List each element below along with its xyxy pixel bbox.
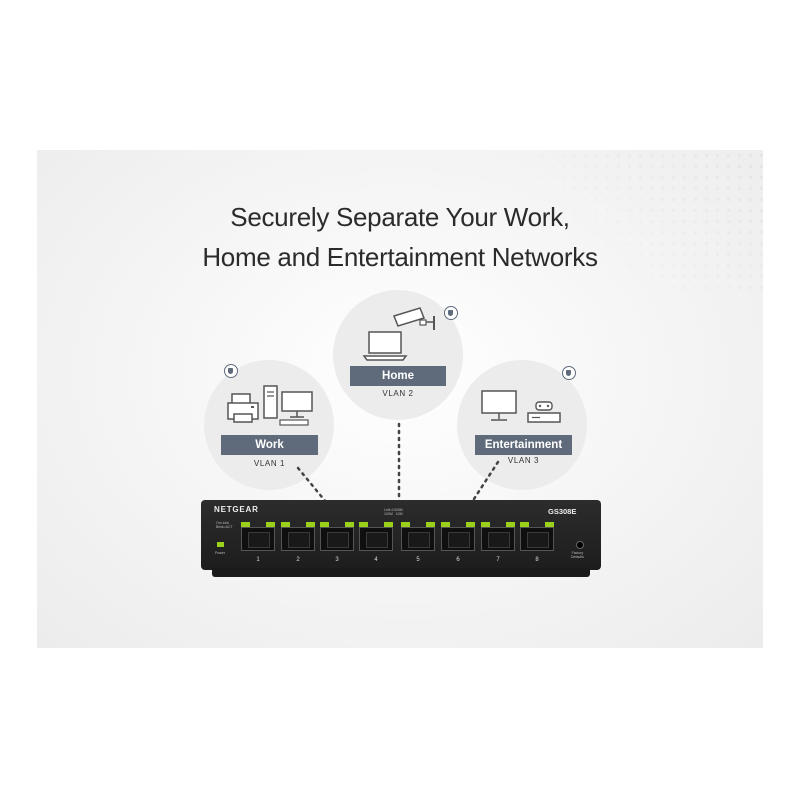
network-label-entertainment: Entertainment bbox=[475, 435, 572, 455]
shield-icon bbox=[562, 366, 576, 380]
rj45-jack bbox=[481, 527, 515, 551]
shield-icon bbox=[224, 364, 238, 378]
port-number: 7 bbox=[496, 557, 500, 563]
rj45-jack bbox=[241, 527, 275, 551]
port-led bbox=[241, 522, 250, 527]
vlan-label-home: VLAN 2 bbox=[382, 389, 414, 398]
ethernet-port bbox=[520, 522, 554, 551]
rj45-jack bbox=[441, 527, 475, 551]
ethernet-port bbox=[441, 522, 475, 551]
dot-pattern bbox=[503, 150, 763, 290]
led-legend-center: Left=1000M 100M 10M bbox=[384, 508, 403, 516]
headline-line-1: Securely Separate Your Work, bbox=[230, 202, 570, 232]
port-led bbox=[506, 522, 515, 527]
rj45-jack bbox=[520, 527, 554, 551]
port-led bbox=[266, 522, 275, 527]
port-number: 4 bbox=[374, 557, 378, 563]
port-led bbox=[545, 522, 554, 527]
tv-monitor-icon bbox=[481, 390, 517, 421]
port-led bbox=[345, 522, 354, 527]
power-led bbox=[217, 542, 224, 547]
connector-entertainment bbox=[470, 460, 500, 504]
port-led bbox=[401, 522, 410, 527]
rj45-jack bbox=[320, 527, 354, 551]
port-led bbox=[520, 522, 529, 527]
ethernet-port bbox=[281, 522, 315, 551]
ethernet-port bbox=[481, 522, 515, 551]
connector-work bbox=[296, 466, 328, 504]
headline-line-2: Home and Entertainment Networks bbox=[202, 242, 598, 272]
port-led bbox=[441, 522, 450, 527]
port-led bbox=[426, 522, 435, 527]
model-label: GS308E bbox=[548, 507, 577, 516]
rj45-jack bbox=[281, 527, 315, 551]
ethernet-port bbox=[241, 522, 275, 551]
port-number: 6 bbox=[456, 557, 460, 563]
game-console-icon bbox=[527, 401, 561, 423]
printer-icon bbox=[227, 393, 259, 423]
laptop-icon bbox=[362, 331, 408, 361]
port-number: 1 bbox=[256, 557, 260, 563]
network-label-home: Home bbox=[350, 366, 446, 386]
ethernet-port bbox=[320, 522, 354, 551]
ethernet-port bbox=[359, 522, 393, 551]
network-label-work: Work bbox=[221, 435, 318, 455]
brand-logo: NETGEAR bbox=[214, 505, 259, 514]
rj45-jack bbox=[401, 527, 435, 551]
port-number: 5 bbox=[416, 557, 420, 563]
ethernet-port bbox=[401, 522, 435, 551]
factory-reset-button[interactable] bbox=[576, 541, 584, 549]
port-led bbox=[306, 522, 315, 527]
port-number: 3 bbox=[335, 557, 339, 563]
port-number: 2 bbox=[296, 557, 300, 563]
home-bubble bbox=[333, 290, 463, 420]
power-label: Power bbox=[215, 551, 225, 555]
port-led bbox=[466, 522, 475, 527]
port-led bbox=[320, 522, 329, 527]
port-led bbox=[481, 522, 490, 527]
switch-base bbox=[212, 568, 590, 577]
port-led bbox=[384, 522, 393, 527]
vlan-label-work: VLAN 1 bbox=[253, 459, 286, 468]
rj45-jack bbox=[359, 527, 393, 551]
desktop-computer-icon bbox=[263, 385, 313, 426]
entertainment-bubble bbox=[457, 360, 587, 490]
security-camera-icon bbox=[393, 307, 435, 330]
port-led bbox=[359, 522, 368, 527]
shield-icon bbox=[444, 306, 458, 320]
port-number: 8 bbox=[535, 557, 539, 563]
work-bubble bbox=[204, 360, 334, 490]
vlan-label-entertainment: VLAN 3 bbox=[507, 456, 540, 465]
port-led bbox=[281, 522, 290, 527]
